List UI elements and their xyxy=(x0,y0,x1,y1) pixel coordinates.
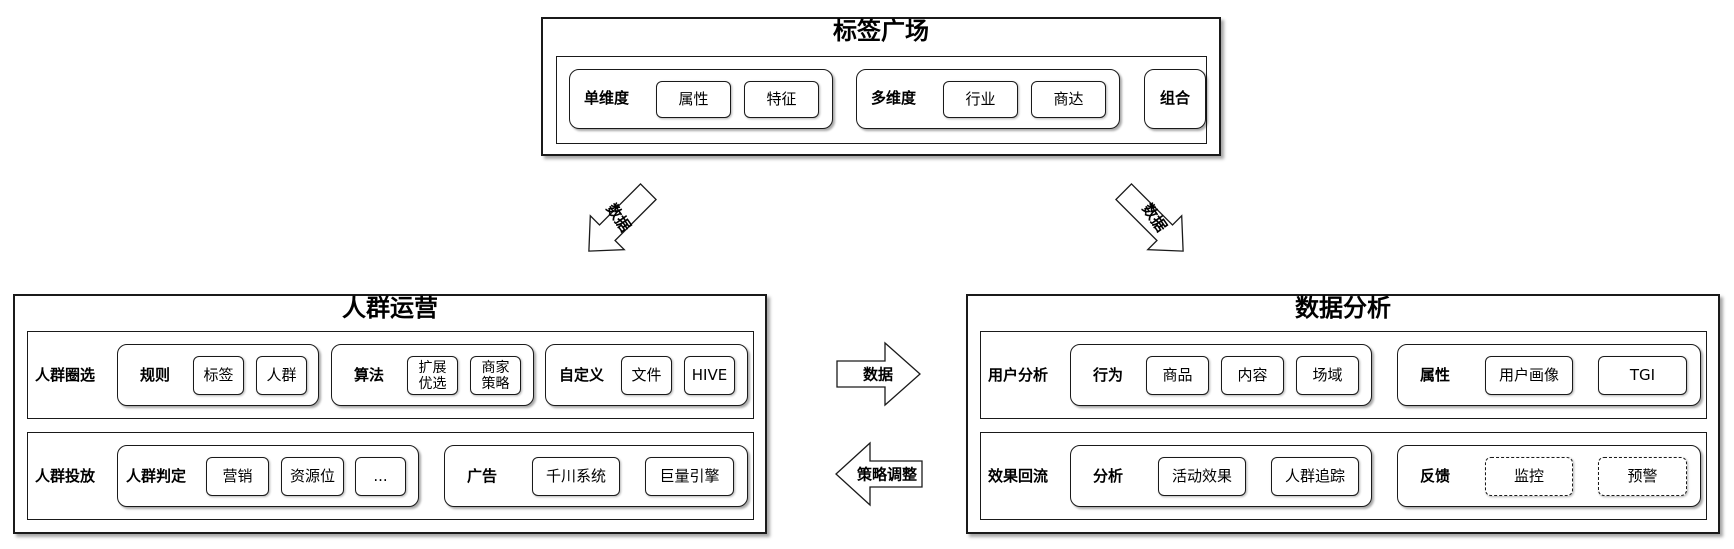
arrow-shape xyxy=(835,441,923,507)
tag-square-title: 标签广场 xyxy=(833,17,929,45)
custom-group: 自定义 文件 HIVE xyxy=(545,344,748,406)
chip-juliang[interactable]: 巨量引擎 xyxy=(645,457,734,496)
chip-crowd-tracking[interactable]: 人群追踪 xyxy=(1271,457,1359,496)
arrow-shape xyxy=(588,183,657,252)
chip-campaign-effect[interactable]: 活动效果 xyxy=(1158,457,1246,496)
multi-dimension-group: 多维度 行业 商达 xyxy=(856,69,1120,129)
chip-expand-optimize[interactable]: 扩展 优选 xyxy=(407,356,458,395)
feedback-group: 反馈 监控 预警 xyxy=(1397,445,1701,507)
arrow-label: 策略调整 xyxy=(856,466,917,484)
tag-square-panel: 标签广场 单维度 属性 特征 多维度 行业 商达 组合 xyxy=(541,17,1221,156)
multi-dimension-label: 多维度 xyxy=(871,89,917,107)
chip-shangda[interactable]: 商达 xyxy=(1031,81,1106,118)
attribute-label: 属性 xyxy=(1420,366,1451,384)
single-dimension-label: 单维度 xyxy=(584,89,630,107)
algorithm-label: 算法 xyxy=(354,366,385,384)
rule-group: 规则 标签 人群 xyxy=(117,344,319,406)
ad-label: 广告 xyxy=(467,467,498,485)
behavior-label: 行为 xyxy=(1093,366,1124,384)
chip-industry[interactable]: 行业 xyxy=(943,81,1018,118)
chip-resource-slot[interactable]: 资源位 xyxy=(281,457,344,496)
attribute-group: 属性 用户画像 TGI xyxy=(1397,344,1701,406)
crowd-deliver-row: 人群投放 人群判定 营销 资源位 ... 广告 千川系统 巨量引擎 xyxy=(27,432,754,520)
effect-reflow-row: 效果回流 分析 活动效果 人群追踪 反馈 监控 预警 xyxy=(980,432,1707,520)
data-analysis-title: 数据分析 xyxy=(1295,294,1391,322)
analysis-group: 分析 活动效果 人群追踪 xyxy=(1070,445,1372,507)
combo-group[interactable]: 组合 xyxy=(1144,69,1206,129)
combo-label: 组合 xyxy=(1159,89,1190,107)
arrow-shape xyxy=(836,341,921,407)
chip-hive[interactable]: HIVE xyxy=(684,356,735,395)
chip-tag[interactable]: 标签 xyxy=(193,356,244,395)
custom-label: 自定义 xyxy=(559,366,605,384)
arrow-data-to-analysis: 数据 xyxy=(1115,183,1184,252)
chip-crowd[interactable]: 人群 xyxy=(256,356,307,395)
ad-group: 广告 千川系统 巨量引擎 xyxy=(444,445,748,507)
chip-more[interactable]: ... xyxy=(355,457,406,496)
chip-qianchuan[interactable]: 千川系统 xyxy=(532,457,620,496)
behavior-group: 行为 商品 内容 场域 xyxy=(1070,344,1372,406)
chip-merchant-strategy[interactable]: 商家 策略 xyxy=(470,356,521,395)
chip-file[interactable]: 文件 xyxy=(621,356,672,395)
chip-user-portrait[interactable]: 用户画像 xyxy=(1485,356,1573,395)
chip-content[interactable]: 内容 xyxy=(1221,356,1284,395)
data-analysis-panel: 数据分析 用户分析 行为 商品 内容 场域 属性 用户画像 TGI 效果回流 分… xyxy=(966,294,1720,534)
analysis-label: 分析 xyxy=(1093,467,1124,485)
chip-product[interactable]: 商品 xyxy=(1146,356,1209,395)
crowd-judge-label: 人群判定 xyxy=(126,467,187,485)
effect-reflow-label: 效果回流 xyxy=(988,467,1049,485)
user-analysis-label: 用户分析 xyxy=(988,366,1049,384)
chip-tgi[interactable]: TGI xyxy=(1598,356,1687,395)
chip-feature[interactable]: 特征 xyxy=(744,81,819,118)
algorithm-group: 算法 扩展 优选 商家 策略 xyxy=(331,344,534,406)
arrow-data-right: 数据 xyxy=(836,341,921,407)
rule-label: 规则 xyxy=(140,366,171,384)
single-dimension-group: 单维度 属性 特征 xyxy=(569,69,833,129)
arrow-data-to-crowd-ops: 数据 xyxy=(588,183,657,252)
arrow-label: 数据 xyxy=(863,366,893,384)
crowd-select-row: 人群圈选 规则 标签 人群 算法 扩展 优选 商家 策略 自定义 文件 HIVE xyxy=(27,331,754,419)
chip-alert[interactable]: 预警 xyxy=(1598,457,1687,496)
chip-monitor[interactable]: 监控 xyxy=(1485,457,1573,496)
crowd-deliver-label: 人群投放 xyxy=(35,467,96,485)
tag-square-inner: 单维度 属性 特征 多维度 行业 商达 组合 xyxy=(556,56,1207,144)
chip-attribute[interactable]: 属性 xyxy=(656,81,731,118)
chip-marketing[interactable]: 营销 xyxy=(206,457,269,496)
chip-scene[interactable]: 场域 xyxy=(1296,356,1359,395)
arrow-shape xyxy=(1115,183,1184,252)
crowd-ops-panel: 人群运营 人群圈选 规则 标签 人群 算法 扩展 优选 商家 策略 自定义 文件… xyxy=(13,294,767,534)
crowd-ops-title: 人群运营 xyxy=(342,294,438,322)
arrow-strategy-left: 策略调整 xyxy=(835,441,923,507)
user-analysis-row: 用户分析 行为 商品 内容 场域 属性 用户画像 TGI xyxy=(980,331,1707,419)
feedback-label: 反馈 xyxy=(1420,467,1451,485)
crowd-select-label: 人群圈选 xyxy=(35,366,96,384)
crowd-judge-group: 人群判定 营销 资源位 ... xyxy=(117,445,419,507)
